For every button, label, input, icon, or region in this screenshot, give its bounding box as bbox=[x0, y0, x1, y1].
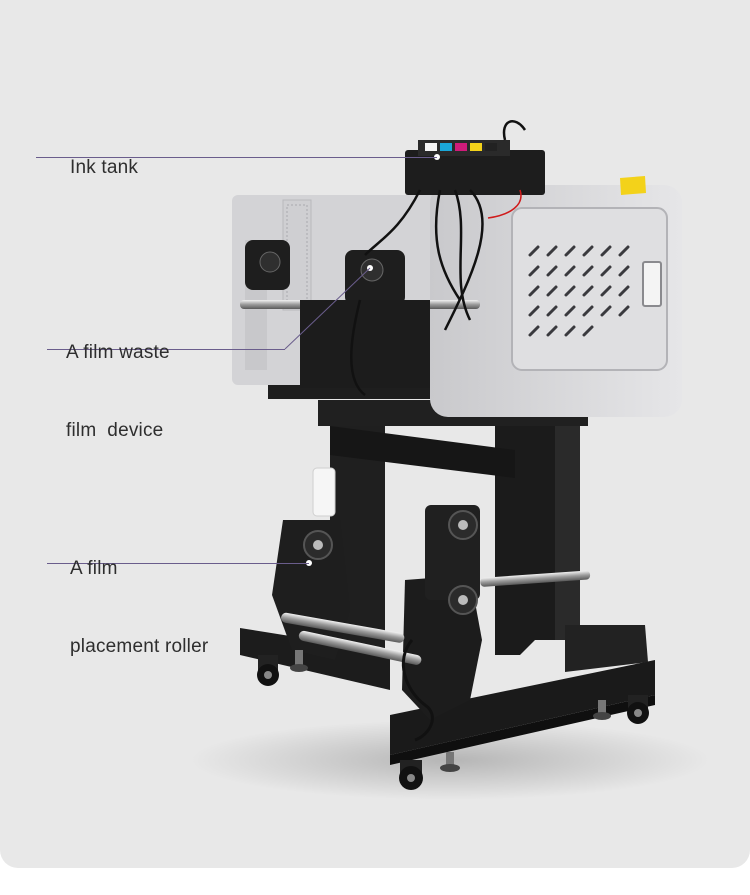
warning-label bbox=[620, 176, 646, 195]
product-card: Ink tank A film waste film device A film… bbox=[0, 0, 750, 868]
callout-ink-tank-line-1: Ink tank bbox=[70, 157, 139, 178]
printer-body bbox=[232, 120, 682, 417]
waste-ink-bottle bbox=[312, 467, 336, 517]
ink-cap-black bbox=[485, 143, 497, 151]
callout-placement-roller-line-1: A film bbox=[70, 558, 118, 579]
leader-dot-icon bbox=[434, 154, 440, 160]
leader-line-ink-tank bbox=[36, 157, 437, 158]
left-base-beam bbox=[240, 628, 390, 690]
leveling-foot bbox=[295, 650, 303, 666]
callout-waste-film-line-1: A film waste bbox=[66, 342, 170, 363]
door-handle bbox=[642, 261, 662, 307]
ink-cap-yellow bbox=[470, 143, 482, 151]
roller-rod-right bbox=[480, 570, 591, 587]
leveling-foot bbox=[446, 752, 454, 766]
caster-wheel-icon bbox=[399, 760, 423, 790]
leader-line-diagonal-waste bbox=[284, 267, 371, 350]
callout-ink-tank: Ink tank bbox=[70, 103, 138, 233]
callout-placement-roller: A film placement roller bbox=[70, 504, 208, 712]
ink-cap-magenta bbox=[455, 143, 467, 151]
front-base-beam bbox=[390, 660, 655, 755]
leader-line-waste-film bbox=[47, 349, 285, 350]
roller-rod-front bbox=[298, 630, 422, 665]
printer-illustration bbox=[190, 120, 710, 800]
callout-placement-roller-line-2: placement roller bbox=[70, 636, 209, 657]
right-base-plate bbox=[565, 625, 648, 672]
caster-wheel-icon bbox=[257, 655, 279, 686]
roller-rod-back bbox=[281, 612, 405, 643]
stand-frame bbox=[240, 400, 655, 790]
leveling-foot bbox=[598, 700, 606, 714]
ink-cables bbox=[350, 120, 527, 396]
vent-slots bbox=[528, 245, 630, 337]
callout-waste-film: A film waste film device bbox=[66, 288, 170, 496]
caster-wheel-icon bbox=[627, 695, 649, 724]
ink-cap-cyan bbox=[440, 143, 452, 151]
callout-waste-film-line-2: film device bbox=[66, 420, 164, 441]
take-up-frame bbox=[300, 300, 430, 388]
ink-tank-block bbox=[405, 150, 545, 195]
leader-dot-icon bbox=[306, 560, 312, 566]
ink-cap-white bbox=[425, 143, 437, 151]
leader-line-placement-roller bbox=[47, 563, 309, 564]
